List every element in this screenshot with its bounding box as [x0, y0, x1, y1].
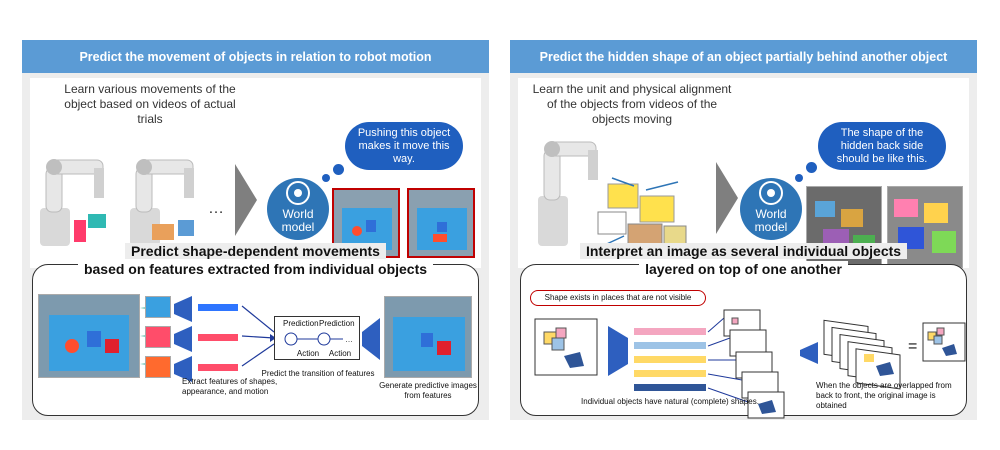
crop-blue-object	[145, 296, 171, 318]
feature-bar-yellow-2	[634, 370, 706, 377]
left-heading-line2: based on features extracted from individ…	[22, 261, 489, 278]
robot-with-blocks-illustration	[538, 141, 687, 249]
svg-text:…: …	[345, 335, 353, 344]
robot-arm-illustration-2	[130, 159, 194, 246]
bubble-dot-large-right	[806, 162, 817, 173]
ellipsis-text: …	[208, 200, 224, 217]
overlap-label: When the objects are overlapped from bac…	[816, 381, 952, 410]
right-heading-line1: Interpret an image as several individual…	[510, 243, 977, 260]
predicted-image-photo	[384, 296, 472, 378]
feature-bar-red	[198, 334, 238, 341]
prediction-transition-box: Prediction Prediction … Action Action	[274, 316, 360, 360]
left-top-box: Learn various movements of the object ba…	[30, 78, 481, 268]
feature-bar-light-blue	[634, 342, 706, 349]
bubble-dot-small	[322, 174, 330, 182]
feature-bar-pink	[634, 328, 706, 335]
extract-features-label: Extract features of shapes, appearance, …	[182, 377, 278, 396]
world-model-label-right: World model	[754, 207, 788, 234]
feature-bar-dark-blue	[634, 384, 706, 391]
right-banner: Predict the hidden shape of an object pa…	[510, 40, 977, 73]
bubble-dot-small-right	[795, 174, 803, 182]
natural-shapes-label: Individual objects have natural (complet…	[581, 397, 759, 406]
predict-transition-label: Predict the transition of features	[261, 369, 375, 378]
tray-photo-input	[38, 294, 140, 378]
feature-bar-red-2	[198, 364, 238, 371]
prediction-circles-icon: …	[284, 332, 353, 346]
left-heading-line1: Predict shape-dependent movements	[22, 243, 489, 260]
decoder-icon	[362, 318, 380, 360]
right-heading-line2: layered on top of one another	[510, 261, 977, 278]
output-composite-image	[922, 322, 966, 362]
bubble-dot-large	[333, 164, 344, 175]
left-learn-text: Learn various movements of the object ba…	[64, 82, 236, 126]
arrow-chevron-icon	[235, 164, 257, 236]
encoder-icon-right	[608, 326, 628, 376]
action-label-2: Action	[328, 349, 352, 358]
encoder-icons	[174, 296, 192, 382]
right-top-box: Learn the unit and physical alignment of…	[518, 78, 969, 268]
generate-images-label: Generate predictive images from features	[379, 381, 477, 400]
world-model-label: World model	[281, 207, 315, 234]
input-composite-image	[534, 318, 598, 376]
left-banner: Predict the movement of objects in relat…	[22, 40, 489, 73]
brain-gear-icon	[286, 181, 310, 205]
right-learn-text: Learn the unit and physical alignment of…	[532, 82, 732, 126]
hidden-shape-callout: Shape exists in places that are not visi…	[530, 290, 706, 306]
left-panel: Predict the movement of objects in relat…	[22, 40, 489, 420]
stacked-reconstruction-layers	[823, 319, 901, 390]
robot-arm-illustration	[40, 159, 106, 246]
crop-orange-object	[145, 356, 171, 378]
tray-photo-2	[407, 188, 475, 258]
prediction-label-1: Prediction	[283, 319, 319, 328]
flow-arrows	[241, 305, 276, 367]
brain-gear-icon-right	[759, 181, 783, 205]
feature-bar-blue	[198, 304, 238, 311]
world-model-icon: World model	[267, 178, 329, 240]
decoder-icon-right	[800, 342, 818, 364]
right-speech-bubble: The shape of the hidden back side should…	[818, 122, 946, 170]
action-label-1: Action	[296, 349, 320, 358]
arrow-chevron-icon-right	[716, 162, 738, 234]
right-panel: Predict the hidden shape of an object pa…	[510, 40, 977, 420]
left-speech-bubble: Pushing this object makes it move this w…	[345, 122, 463, 170]
feature-bar-yellow	[634, 356, 706, 363]
layered-object-stack	[707, 309, 785, 419]
prediction-label-2: Prediction	[319, 319, 355, 328]
crop-red-object	[145, 326, 171, 348]
world-model-icon-right: World model	[740, 178, 802, 240]
equals-sign: =	[908, 338, 918, 355]
